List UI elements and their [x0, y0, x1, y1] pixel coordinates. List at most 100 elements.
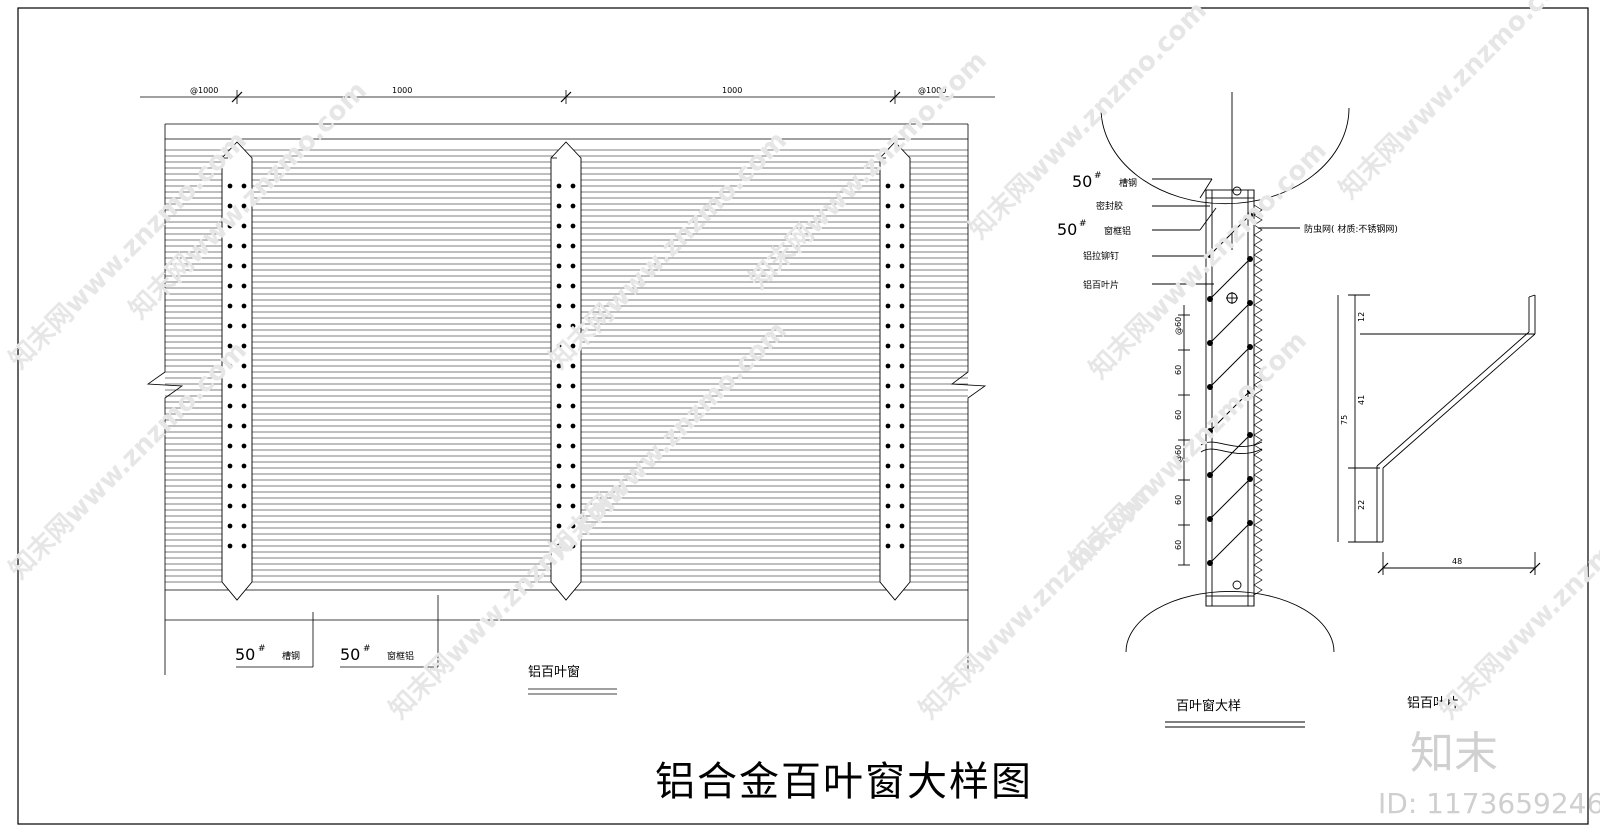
- rivet-dot: [885, 403, 891, 409]
- section-blade: [1209, 390, 1251, 432]
- rivet-dot: [227, 283, 233, 289]
- rivet-dot: [556, 303, 562, 309]
- rivet-dot: [570, 543, 576, 549]
- rivet-dot: [556, 403, 562, 409]
- dim-mid-2: 1000: [722, 86, 742, 95]
- rivet-dot: [556, 243, 562, 249]
- sec-channel-text: 槽钢: [1119, 177, 1137, 189]
- rivet-dot: [556, 463, 562, 469]
- blade-dim-75: 75: [1340, 415, 1349, 425]
- rivet-dot: [241, 363, 247, 369]
- section-blade: [1209, 302, 1251, 344]
- rivet-dot: [241, 423, 247, 429]
- rivet-dot: [556, 323, 562, 329]
- rivet-dot: [899, 223, 905, 229]
- sec-frame-text: 窗框铝: [1104, 225, 1131, 237]
- watermark-text: 知末网www.znzmo.com: [964, 0, 1213, 245]
- rivet-dot: [241, 183, 247, 189]
- rivet-dot: [899, 503, 905, 509]
- rivet-dot: [570, 203, 576, 209]
- rivet-dot: [885, 383, 891, 389]
- label-frame-text: 窗框铝: [387, 650, 414, 662]
- rivet-dot: [570, 323, 576, 329]
- rivet-dot: [227, 403, 233, 409]
- rivet-dot: [227, 363, 233, 369]
- rivet-dot: [556, 343, 562, 349]
- label-frame-mark: #: [363, 644, 371, 654]
- watermark-id: ID: 1173659246: [1378, 787, 1600, 820]
- blade-dim-12: 12: [1357, 312, 1366, 322]
- section-blade: [1209, 434, 1251, 476]
- sec-sealant-text: 密封胶: [1096, 200, 1123, 212]
- rivet-dot: [241, 323, 247, 329]
- rivet-dot: [899, 423, 905, 429]
- rivet-dot: [241, 523, 247, 529]
- sec-channel-mark: #: [1094, 171, 1102, 181]
- rivet-dot: [570, 523, 576, 529]
- rivet-dot: [885, 183, 891, 189]
- rivet-dot: [885, 523, 891, 529]
- sec-dim-3: @60: [1174, 445, 1183, 463]
- rivet-dot: [899, 183, 905, 189]
- rivet-dot: [899, 523, 905, 529]
- rivet-dot: [556, 383, 562, 389]
- rivet-dot: [570, 443, 576, 449]
- rivet-dot: [570, 303, 576, 309]
- sec-dim-5: 60: [1174, 540, 1183, 550]
- rivet-dot: [241, 543, 247, 549]
- blade-caption: 铝百叶片: [1407, 696, 1459, 711]
- rivet-dot: [899, 283, 905, 289]
- blade-node: [1247, 520, 1253, 526]
- section-blade: [1209, 346, 1251, 388]
- blade-node: [1207, 296, 1213, 302]
- rivet-dot: [570, 243, 576, 249]
- blade-dim-48: 48: [1452, 557, 1462, 566]
- blade-dim-41: 41: [1357, 395, 1366, 405]
- rivet-dot: [241, 303, 247, 309]
- section-blade: [1209, 522, 1251, 564]
- rivet-dot: [899, 403, 905, 409]
- rivet-dot: [241, 503, 247, 509]
- dim-left: @1000: [190, 86, 218, 95]
- rivet-dot: [885, 443, 891, 449]
- rivet-dot: [556, 223, 562, 229]
- rivet-dot: [570, 423, 576, 429]
- rivet-dot: [556, 263, 562, 269]
- rivet-dot: [899, 363, 905, 369]
- sec-dim-2: 60: [1174, 410, 1183, 420]
- louver-section: [1100, 92, 1350, 728]
- rivet-dot: [241, 203, 247, 209]
- rivet-dot: [885, 423, 891, 429]
- blade-node: [1247, 476, 1253, 482]
- rivet-dot: [556, 503, 562, 509]
- rivet-dot: [899, 483, 905, 489]
- rivet-dot: [227, 203, 233, 209]
- rivet-dot: [885, 363, 891, 369]
- rivet-dot: [556, 183, 562, 189]
- blade-dim-22: 22: [1357, 500, 1366, 510]
- channel-post: [879, 141, 911, 601]
- rivet-dot: [899, 243, 905, 249]
- rivet-dot: [241, 463, 247, 469]
- rivet-dot: [570, 503, 576, 509]
- watermark-text: 知末网www.znzmo.com: [744, 46, 993, 295]
- rivet-dot: [227, 383, 233, 389]
- rivet-dot: [227, 183, 233, 189]
- sec-rivet-text: 铝拉铆钉: [1083, 250, 1119, 262]
- rivet-dot: [885, 343, 891, 349]
- rivet-dot: [570, 463, 576, 469]
- sec-dim-1: 60: [1174, 365, 1183, 375]
- rivet-dot: [570, 403, 576, 409]
- sec-blade-text: 铝百叶片: [1083, 279, 1119, 291]
- rivet-dot: [570, 263, 576, 269]
- blade-node: [1207, 428, 1213, 434]
- rivet-dot: [570, 483, 576, 489]
- blade-node: [1207, 340, 1213, 346]
- blade-node: [1207, 516, 1213, 522]
- rivet-dot: [556, 363, 562, 369]
- watermark-text: 知末网www.znzmo.com: [384, 476, 633, 725]
- dim-mid-1: 1000: [392, 86, 412, 95]
- rivet-dot: [227, 263, 233, 269]
